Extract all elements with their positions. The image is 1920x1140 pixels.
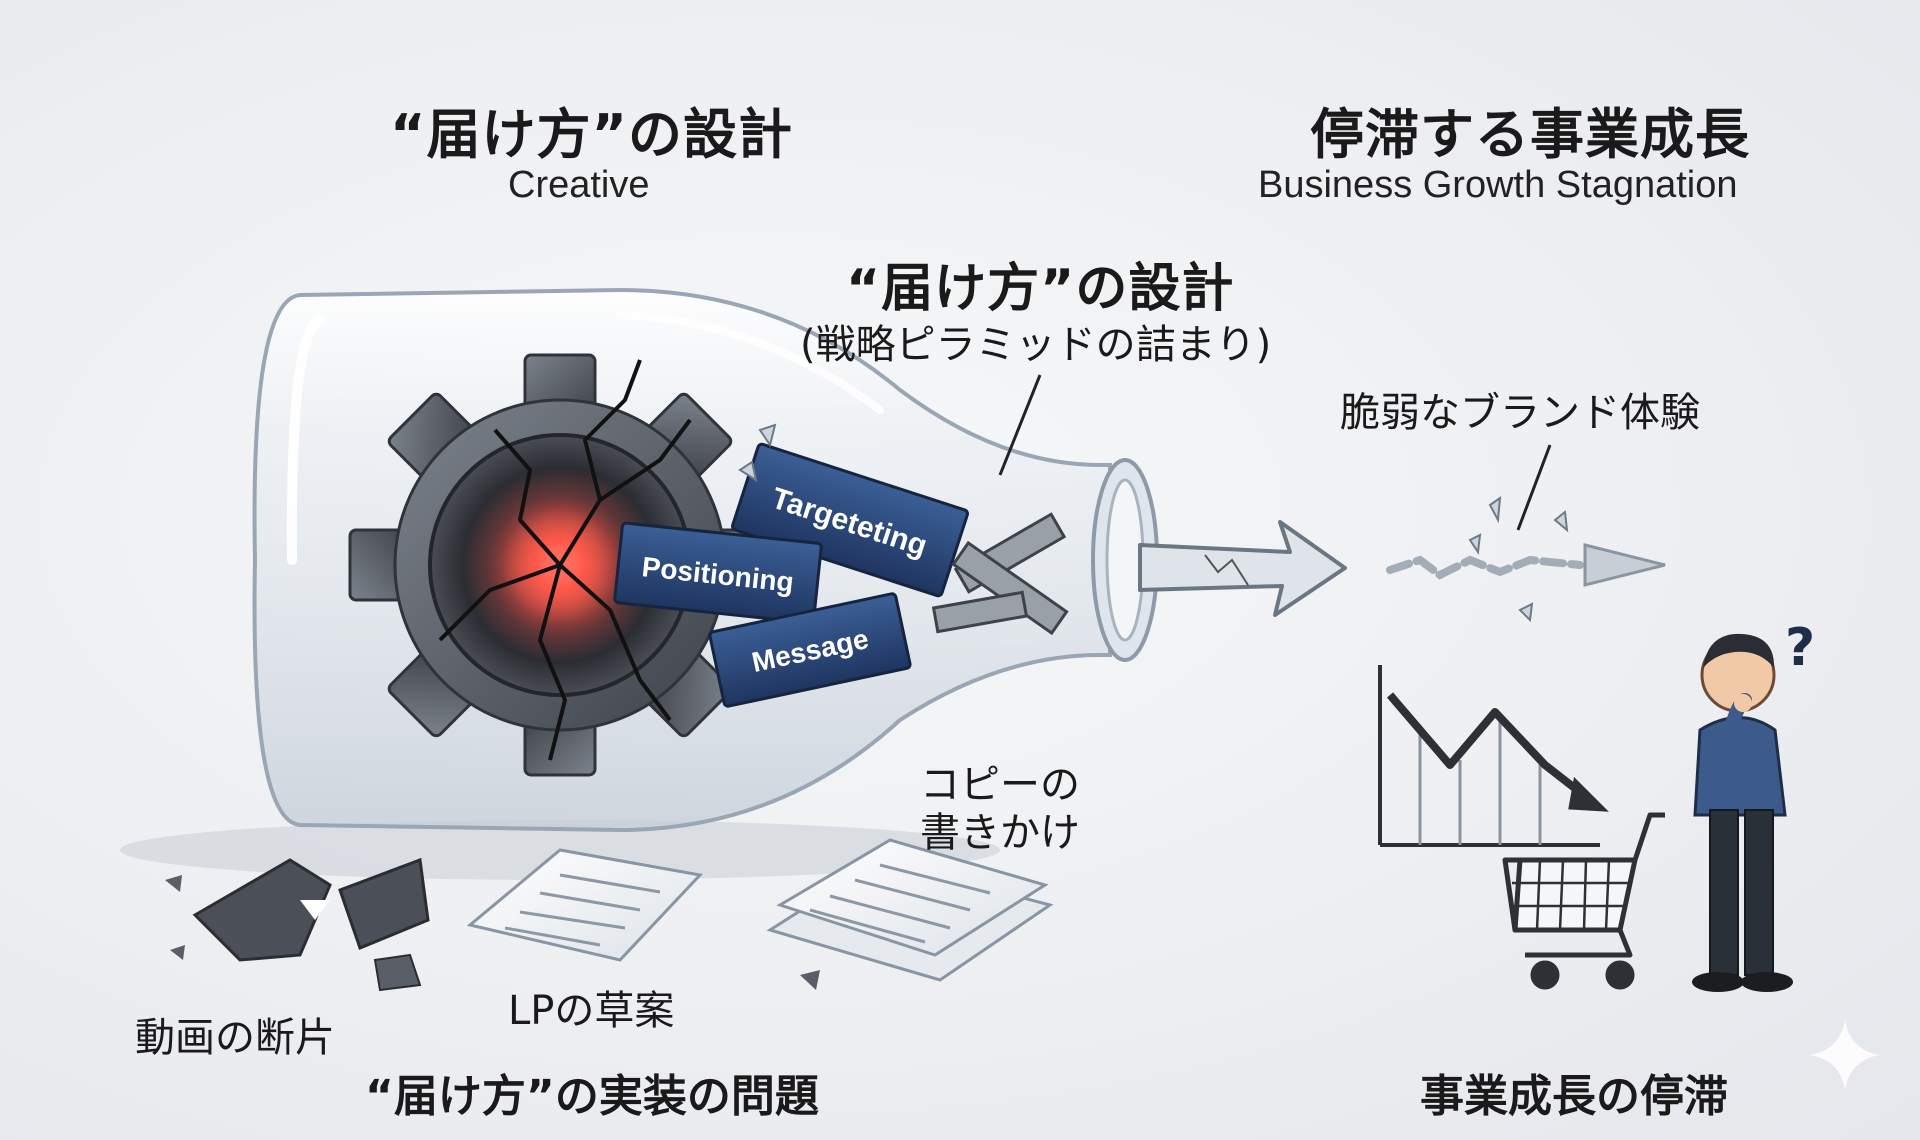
right-title-en: Business Growth Stagnation xyxy=(1258,164,1738,206)
copy-draft-label-line1: コピーの xyxy=(920,762,1080,808)
lp-paper-draft-icon xyxy=(466,848,703,962)
brand-experience-label: 脆弱なブランド体験 xyxy=(1340,390,1700,436)
implementation-problem-label: “届け方”の実装の問題 xyxy=(365,1071,819,1122)
left-title-en: Creative xyxy=(508,164,650,206)
glass-shards xyxy=(738,423,1569,623)
neck-subtitle: (戦略ピラミッドの詰まり) xyxy=(800,322,1272,368)
broken-tablet-icon xyxy=(165,857,430,992)
crack-lines xyxy=(438,359,692,761)
left-title-jp: “届け方”の設計 xyxy=(390,103,793,166)
copy-paper-stack-icon xyxy=(766,838,1054,990)
video-fragment-label: 動画の断片 xyxy=(135,1015,335,1061)
block-positioning: Positioning xyxy=(613,521,823,625)
growth-stagnation-label: 事業成長の停滞 xyxy=(1420,1071,1728,1122)
pointer-neck xyxy=(998,374,1042,476)
pointer-brand xyxy=(1516,444,1552,531)
copy-draft-label-line2: 書きかけ xyxy=(920,810,1080,856)
broken-arrow-icon xyxy=(1138,520,1666,617)
neck-title: “届け方”の設計 xyxy=(846,259,1235,319)
question-mark-icon: ? xyxy=(1785,618,1815,678)
right-title-jp: 停滞する事業成長 xyxy=(1310,103,1750,166)
confused-person-icon xyxy=(1692,633,1793,992)
declining-chart-icon xyxy=(1378,665,1609,847)
lp-draft-label: LPの草案 xyxy=(508,988,675,1034)
sparkle-icon xyxy=(1810,1020,1880,1090)
block-message: Message xyxy=(708,592,912,708)
shopping-cart-icon xyxy=(1502,812,1665,990)
jammed-sticks xyxy=(931,512,1069,636)
